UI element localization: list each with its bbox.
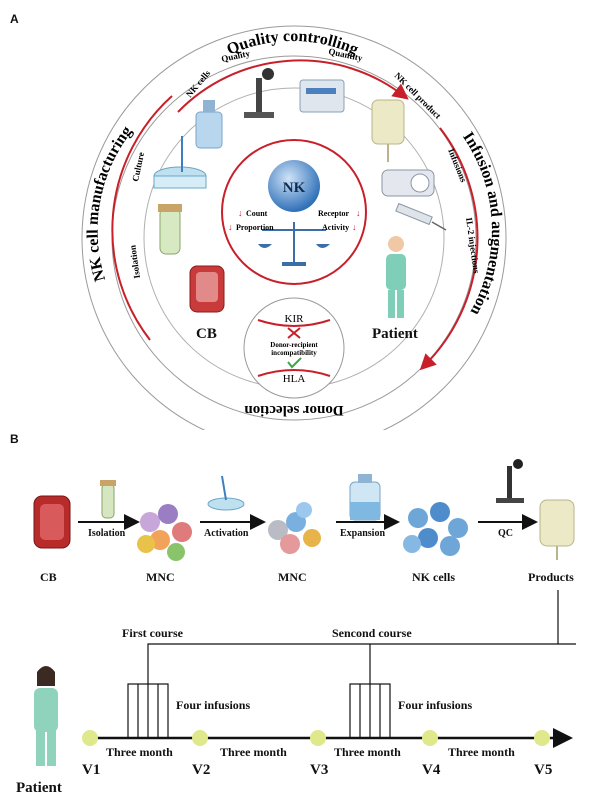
panel-b-diagram <box>33 459 576 766</box>
match-check-icon <box>287 357 302 369</box>
kir-arc <box>257 319 331 327</box>
second-course-label: Sencond course <box>332 626 412 640</box>
arrow-label-qc: QC <box>498 528 513 539</box>
panel-a-diagram: Quality controlling Infusion and augment… <box>81 25 507 430</box>
visit-v5: V5 <box>534 762 553 778</box>
step-products: Products <box>528 570 574 584</box>
interval-3: Three month <box>334 745 401 759</box>
center-count: Count <box>246 209 268 218</box>
nk-cells-icon <box>403 502 468 556</box>
patient-label-a: Patient <box>372 326 418 342</box>
label-infusions: Infusions <box>446 147 469 184</box>
nk-label: NK <box>283 180 306 196</box>
arrow-label-isolation: Isolation <box>88 528 126 539</box>
four-infusions-1: Four infusions <box>176 698 251 712</box>
petri-dish-icon <box>153 136 207 189</box>
hla-arc <box>257 369 331 377</box>
panel-b-label: B <box>10 432 19 446</box>
hla-label: HLA <box>283 373 306 385</box>
svg-text:↓: ↓ <box>228 222 233 232</box>
cord-blood-bag-icon <box>189 265 225 313</box>
incompat-line1: Donor-recipient <box>270 341 318 349</box>
down-arrow-icon: ↓ <box>228 222 233 232</box>
tube-icon <box>100 480 116 519</box>
kir-label: KIR <box>285 313 305 325</box>
nk-cell-icon <box>268 160 320 212</box>
blood-bag-product-icon <box>371 99 405 162</box>
product-bag-icon <box>539 499 575 560</box>
step-mnc-1: MNC <box>146 570 175 584</box>
step-cb: CB <box>40 570 57 584</box>
center-proportion: Proportion <box>236 223 274 232</box>
mnc-cells-icon <box>137 504 192 561</box>
visit-dot-v1 <box>82 730 98 746</box>
scanner-icon <box>381 169 435 197</box>
petri-dish-icon <box>207 475 245 511</box>
patient-figure-icon <box>386 236 406 318</box>
center-activity: Activity <box>322 223 349 232</box>
label-quality: Quality <box>220 48 251 64</box>
visit-v2: V2 <box>192 762 211 778</box>
down-arrow-icon: ↓ <box>238 208 243 218</box>
interval-2: Three month <box>220 745 287 759</box>
activated-mnc-icon <box>268 502 321 554</box>
cord-blood-bag-icon <box>33 495 71 549</box>
tube-icon <box>158 204 182 255</box>
visit-dot-v5 <box>534 730 550 746</box>
microscope-icon <box>244 68 274 118</box>
red-arc-left <box>111 95 173 341</box>
flask-icon <box>195 100 223 149</box>
arrow-label-activation: Activation <box>204 528 249 539</box>
panel-a-label: A <box>10 12 19 26</box>
center-receptor: Receptor <box>318 209 350 218</box>
course-bracket-line <box>147 643 576 684</box>
down-arrow-icon: ↓ <box>356 208 361 218</box>
culture-bottle-icon <box>349 474 381 521</box>
outer-ring <box>81 25 507 430</box>
step-mnc-2: MNC <box>278 570 307 584</box>
interval-1: Three month <box>106 745 173 759</box>
first-course-label: First course <box>122 626 183 640</box>
ring-title-left: NK cell manufacturing <box>85 123 136 283</box>
red-arc-top <box>177 59 409 113</box>
label-culture: Culture <box>130 151 146 182</box>
down-arrow-icon: ↓ <box>352 222 357 232</box>
analyzer-icon <box>299 79 345 113</box>
arrow-label-expansion: Expansion <box>340 528 386 539</box>
syringe-icon <box>395 202 447 231</box>
step-nk-cells: NK cells <box>412 570 455 584</box>
visit-dot-v3 <box>310 730 326 746</box>
ring-title-bottom: Donor selection <box>244 402 344 418</box>
second-infusion-bars <box>349 683 391 739</box>
svg-text:↓: ↓ <box>238 208 243 218</box>
label-il2: IL-2 injections <box>464 217 482 275</box>
interval-4: Three month <box>448 745 515 759</box>
visit-dot-v2 <box>192 730 208 746</box>
mismatch-cross-icon <box>287 327 301 339</box>
svg-text:↓: ↓ <box>356 208 361 218</box>
patient-figure-icon <box>34 666 58 766</box>
visit-v4: V4 <box>422 762 441 778</box>
microscope-icon <box>496 459 524 503</box>
cb-label: CB <box>196 326 217 342</box>
patient-label-b: Patient <box>16 780 62 796</box>
visit-v1: V1 <box>82 762 101 778</box>
first-infusion-bars <box>127 683 169 739</box>
balance-scale-icon <box>258 222 330 266</box>
visit-dot-v4 <box>422 730 438 746</box>
four-infusions-2: Four infusions <box>398 698 473 712</box>
visit-v3: V3 <box>310 762 329 778</box>
svg-text:↓: ↓ <box>352 222 357 232</box>
label-isolation: Isolation <box>127 245 142 280</box>
incompat-line2: incompatibility <box>271 349 317 357</box>
red-arc-right <box>419 127 479 371</box>
